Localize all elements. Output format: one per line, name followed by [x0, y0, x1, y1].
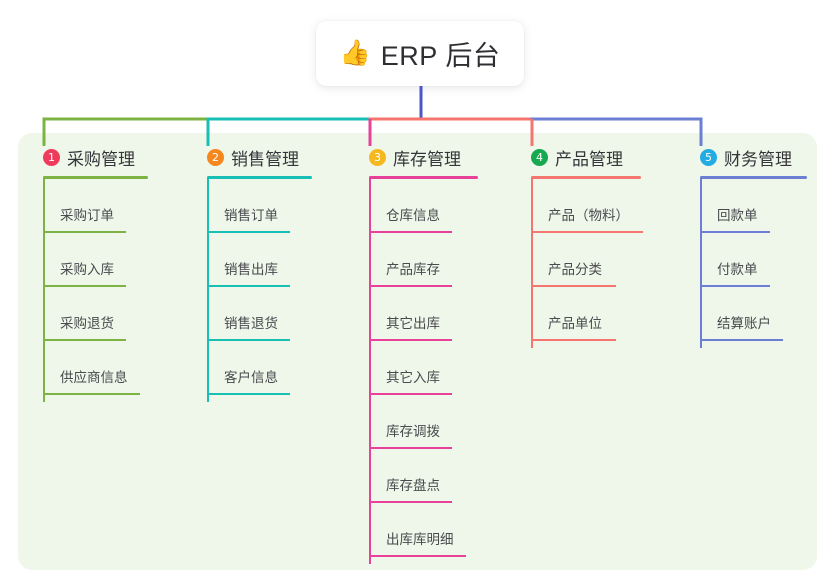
leaf-node-underline [369, 501, 452, 503]
leaf-node-underline [43, 393, 140, 395]
branch-number-badge: 4 [531, 148, 548, 166]
leaf-node[interactable]: 采购订单 [43, 179, 136, 233]
leaf-node[interactable]: 产品库存 [369, 233, 462, 287]
leaf-node-label: 付款单 [717, 262, 758, 277]
leaf-node-label: 采购退货 [60, 316, 114, 331]
leaf-node-label: 库存盘点 [386, 478, 440, 493]
leaf-node[interactable]: 销售订单 [207, 179, 300, 233]
leaf-node[interactable]: 供应商信息 [43, 341, 150, 395]
leaf-node[interactable]: 回款单 [700, 179, 780, 233]
branch-header-label: 采购管理 [67, 149, 135, 169]
leaf-node-label: 回款单 [717, 208, 758, 223]
leaf-node-label: 销售出库 [224, 262, 278, 277]
branch-header-4[interactable]: 4 产品管理 [531, 146, 653, 169]
leaf-node-label: 销售订单 [224, 208, 278, 223]
leaf-node[interactable]: 采购入库 [43, 233, 136, 287]
leaf-node-label: 销售退货 [224, 316, 278, 331]
leaf-node-underline [43, 285, 126, 287]
root-node-title: ERP 后台 [380, 41, 501, 71]
leaf-node-label: 其它入库 [386, 370, 440, 385]
branch-header-underline [700, 176, 807, 179]
branch-number-badge: 2 [207, 148, 224, 166]
leaf-node-underline [700, 285, 770, 287]
leaf-node-underline [531, 231, 643, 233]
branch-header-2[interactable]: 2 销售管理 [207, 146, 312, 169]
leaf-node-underline [369, 339, 452, 341]
leaf-node-underline [369, 447, 452, 449]
leaf-node-label: 出库库明细 [386, 532, 454, 547]
leaf-node[interactable]: 库存盘点 [369, 449, 462, 503]
leaf-node-label: 结算账户 [717, 316, 771, 331]
thumbs-up-icon: 👍 [339, 39, 371, 67]
branch-header-label: 库存管理 [393, 149, 461, 169]
leaf-node[interactable]: 仓库信息 [369, 179, 462, 233]
leaf-node-underline [700, 231, 770, 233]
leaf-node-label: 客户信息 [224, 370, 278, 385]
leaf-node-label: 产品单位 [548, 316, 602, 331]
leaf-node-underline [700, 339, 783, 341]
branch-number-badge: 1 [43, 148, 60, 166]
leaf-node-label: 其它出库 [386, 316, 440, 331]
leaf-node[interactable]: 产品单位 [531, 287, 626, 341]
branch-column-5: 5 财务管理回款单付款单结算账户 [700, 146, 807, 341]
leaf-node[interactable]: 产品分类 [531, 233, 626, 287]
leaf-node[interactable]: 付款单 [700, 233, 780, 287]
leaf-node-underline [369, 285, 452, 287]
leaf-node-underline [369, 393, 452, 395]
branch-header-underline [369, 176, 478, 179]
leaf-node-label: 产品（物料） [548, 208, 629, 223]
branch-header-label: 销售管理 [231, 149, 299, 169]
branch-header-1[interactable]: 1 采购管理 [43, 146, 150, 169]
leaf-node[interactable]: 采购退货 [43, 287, 136, 341]
leaf-node-label: 仓库信息 [386, 208, 440, 223]
leaf-node-label: 采购入库 [60, 262, 114, 277]
leaf-node-label: 产品库存 [386, 262, 440, 277]
leaf-node-label: 产品分类 [548, 262, 602, 277]
branch-column-1: 1 采购管理采购订单采购入库采购退货供应商信息 [43, 146, 150, 395]
leaf-node-label: 库存调拨 [386, 424, 440, 439]
branch-header-5[interactable]: 5 财务管理 [700, 146, 807, 169]
root-node-erp-backend[interactable]: 👍 ERP 后台 [316, 21, 524, 86]
branch-header-3[interactable]: 3 库存管理 [369, 146, 478, 169]
leaf-node[interactable]: 其它入库 [369, 341, 462, 395]
branch-number-badge: 5 [700, 148, 717, 166]
leaf-node-underline [43, 231, 126, 233]
leaf-node[interactable]: 其它出库 [369, 287, 462, 341]
leaf-node-underline [369, 555, 466, 557]
branch-column-3: 3 库存管理仓库信息产品库存其它出库其它入库库存调拨库存盘点出库库明细 [369, 146, 478, 557]
leaf-node-underline [531, 285, 616, 287]
leaf-node-label: 供应商信息 [60, 370, 128, 385]
leaf-node[interactable]: 客户信息 [207, 341, 300, 395]
leaf-node[interactable]: 库存调拨 [369, 395, 462, 449]
branch-header-label: 产品管理 [555, 149, 623, 169]
leaf-node[interactable]: 销售退货 [207, 287, 300, 341]
leaf-node-underline [207, 393, 290, 395]
leaf-node-underline [43, 339, 126, 341]
leaf-node-underline [207, 231, 290, 233]
diagram-panel [18, 133, 817, 570]
branch-header-underline [207, 176, 312, 179]
branch-header-label: 财务管理 [724, 149, 792, 169]
leaf-node-underline [369, 231, 452, 233]
branch-header-underline [43, 176, 148, 179]
leaf-node-label: 采购订单 [60, 208, 114, 223]
leaf-node[interactable]: 销售出库 [207, 233, 300, 287]
leaf-node-underline [207, 339, 290, 341]
branch-column-2: 2 销售管理销售订单销售出库销售退货客户信息 [207, 146, 312, 395]
leaf-node-underline [207, 285, 290, 287]
leaf-node[interactable]: 产品（物料） [531, 179, 653, 233]
leaf-node[interactable]: 出库库明细 [369, 503, 476, 557]
branch-number-badge: 3 [369, 148, 386, 166]
leaf-node[interactable]: 结算账户 [700, 287, 793, 341]
leaf-node-underline [531, 339, 616, 341]
branch-column-4: 4 产品管理产品（物料） 产品分类产品单位 [531, 146, 653, 341]
branch-header-underline [531, 176, 641, 179]
